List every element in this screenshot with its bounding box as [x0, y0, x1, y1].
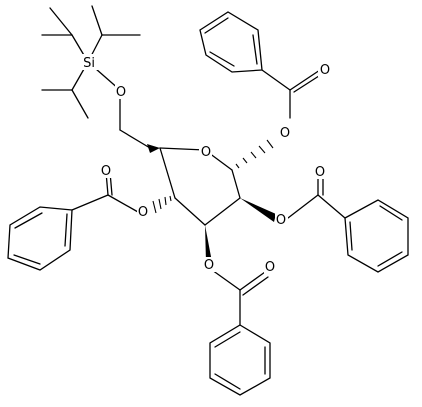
svg-text:Si: Si	[83, 56, 95, 71]
c1-carbonyl-oxygen: O	[318, 62, 331, 78]
svg-text:O: O	[201, 145, 211, 160]
c5-c6-wedge	[147, 144, 160, 153]
c3-benzoate-bonds	[205, 225, 271, 396]
c4-o-hashed-bond	[152, 195, 172, 214]
c3-o-wedge	[205, 225, 212, 262]
c2-carbonyl-oxygen: O	[314, 164, 327, 180]
c1-benzoate-bonds	[199, 11, 323, 169]
svg-text:O: O	[116, 85, 126, 100]
c3-ester-oxygen: O	[203, 257, 216, 273]
svg-text:O: O	[101, 164, 111, 179]
svg-text:O: O	[204, 258, 214, 273]
ring-oxygen: O	[199, 144, 212, 160]
svg-text:O: O	[315, 165, 325, 180]
silyl-ether-oxygen: O	[115, 84, 127, 100]
anomeric-ester-oxygen: O	[278, 125, 291, 141]
c4-ester-oxygen: O	[137, 204, 150, 220]
svg-text:O: O	[265, 260, 275, 275]
svg-text:O: O	[320, 63, 330, 78]
c4-benzoate-bonds	[7, 171, 172, 271]
svg-text:O: O	[280, 126, 290, 141]
c2-o-wedge	[240, 198, 276, 222]
c3-carbonyl-oxygen: O	[264, 259, 277, 275]
svg-text:O: O	[138, 205, 148, 220]
silicon-atom: Si	[80, 54, 98, 71]
atom-labels: Si O O O O O O O	[80, 54, 331, 275]
c2-benzoate-bonds	[240, 174, 409, 273]
c4-carbonyl-oxygen: O	[100, 163, 113, 179]
bonds	[7, 5, 409, 396]
c2-ester-oxygen: O	[275, 212, 288, 228]
c1-o-hashed-bond	[235, 139, 274, 169]
svg-text:O: O	[276, 213, 286, 228]
